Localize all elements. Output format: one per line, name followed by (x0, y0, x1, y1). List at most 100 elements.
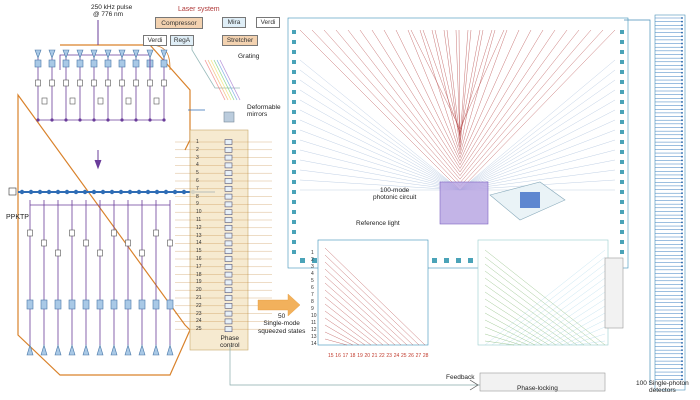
inset-bottom-number: 15 (328, 353, 334, 359)
channel-number: 19 (196, 279, 202, 286)
right-edge-square (620, 140, 624, 144)
top-crystal (62, 59, 70, 68)
right-edge-square (620, 250, 624, 254)
right-edge-square (620, 160, 624, 164)
inset-bottom-number: 23 (386, 353, 392, 359)
detector-dot (681, 101, 683, 103)
right-edge-square (620, 120, 624, 124)
channel-number: 24 (196, 318, 202, 325)
edge-square (444, 258, 449, 263)
detector-dot (681, 367, 683, 370)
inset-red-line (324, 282, 396, 346)
left-edge-square (292, 70, 296, 74)
right-edge-square (620, 40, 624, 44)
top-mirror (132, 49, 140, 59)
phase-element (224, 178, 233, 184)
bus-node (100, 189, 106, 195)
detector-dot (681, 276, 683, 279)
detector-dot (681, 126, 683, 129)
blue-mesh-line (459, 99, 616, 191)
detector-dot (681, 254, 683, 257)
detector-dot (681, 90, 683, 92)
left-edge-square (292, 90, 296, 94)
phase-element (224, 147, 233, 153)
detector-dot (681, 363, 683, 366)
inset-left-number: 14 (311, 341, 317, 347)
detector-dot (681, 68, 683, 70)
detector-dot (681, 115, 683, 118)
phase-element (224, 302, 233, 309)
detectors-label: 100 Single-photon detectors (636, 380, 689, 395)
inset-red-line (324, 310, 372, 346)
inset-green-line (484, 340, 515, 346)
red-mesh-line (459, 29, 505, 129)
ppktp-box (8, 187, 17, 196)
inset-teal-line (505, 270, 606, 346)
detector-dot (681, 39, 683, 41)
detector-dot (681, 130, 683, 133)
inset-red-line (324, 247, 426, 346)
detector-dot (681, 170, 683, 173)
bottom-mirror (68, 343, 76, 356)
detector-dot (681, 53, 683, 56)
inset-left-number: 1 (311, 250, 314, 256)
detector-dot (681, 166, 683, 169)
verdi-left-box: Verdi (143, 35, 167, 46)
left-edge-square (292, 30, 296, 34)
top-crystal (34, 59, 42, 68)
blue-mesh-line (299, 79, 461, 191)
left-edge-square (292, 110, 296, 114)
red-mesh-line (410, 29, 461, 129)
rainbow-beam (219, 59, 241, 101)
inset-green-line (484, 263, 592, 346)
bus-node (145, 189, 151, 195)
detector-dot (681, 163, 683, 165)
inset-green-line (484, 270, 585, 346)
phase-control-panel (189, 129, 249, 351)
red-mesh-line (371, 29, 461, 169)
grating-label: Grating (238, 53, 260, 60)
detector-dot (681, 371, 683, 373)
left-edge-square (292, 210, 296, 214)
bus-node (172, 189, 178, 195)
inset-bottom-number: 28 (422, 353, 429, 359)
detector-dot (681, 239, 683, 242)
bottom-crystal (68, 299, 76, 310)
detector-dot (681, 221, 683, 224)
blue-mesh-line (459, 139, 616, 191)
inset-red-frame (317, 239, 429, 346)
red-mesh-line (323, 29, 461, 183)
inset-bottom-number: 27 (415, 353, 422, 359)
inset-red-line (324, 296, 384, 346)
detector-dot (681, 316, 683, 319)
blue-mesh-line (299, 129, 461, 191)
phase-element (224, 295, 233, 301)
left-edge-square (292, 40, 296, 44)
left-edge-square (292, 230, 296, 234)
blue-mesh-line (459, 59, 616, 191)
red-mesh-line (458, 29, 461, 144)
detector-dot (681, 258, 683, 260)
bottom-mirror (124, 343, 132, 356)
red-mesh-line (459, 29, 544, 169)
red-mesh-line (422, 29, 461, 133)
phase-lock-box (604, 257, 624, 329)
top-mirror (90, 49, 98, 59)
detector-dot (681, 378, 683, 381)
detector-dot (681, 177, 683, 180)
red-mesh-line (459, 29, 592, 183)
top-mirror (104, 49, 112, 59)
inset-left-number: 2 (311, 257, 314, 263)
blue-mesh-line (299, 59, 461, 191)
detector-dot (681, 243, 683, 246)
bottom-mirror (96, 343, 104, 356)
phase-element (224, 287, 233, 294)
bus-node (64, 189, 70, 195)
detector-dot (681, 309, 683, 311)
bottom-crystal (110, 299, 118, 310)
top-element (35, 79, 41, 87)
detector-dot (681, 141, 683, 144)
detector-dot (681, 31, 683, 34)
red-mesh-line (395, 29, 461, 162)
